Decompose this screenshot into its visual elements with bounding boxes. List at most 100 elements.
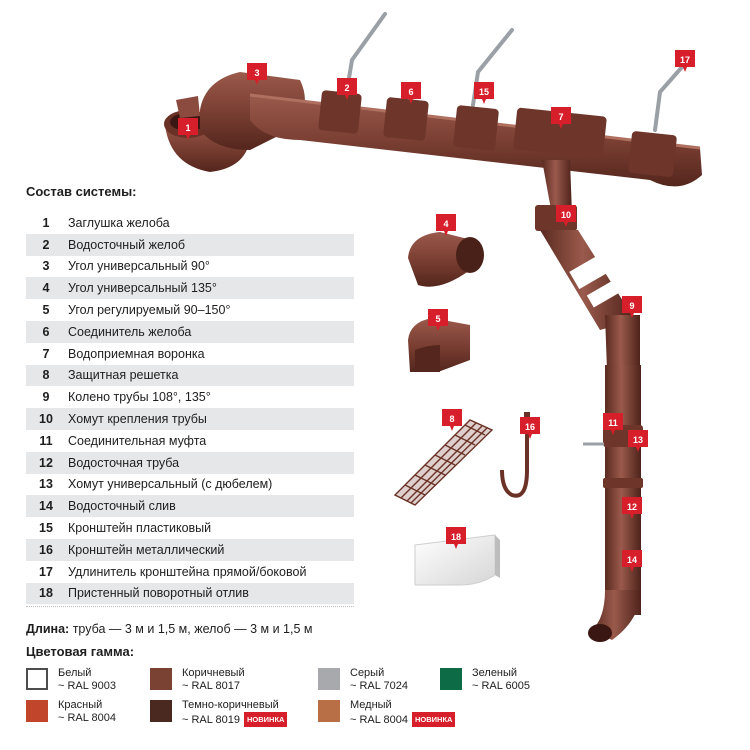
- svg-text:3: 3: [254, 68, 259, 78]
- composition-title: Состав системы:: [26, 184, 137, 199]
- divider: [26, 606, 354, 608]
- length-label: Длина:: [26, 622, 70, 636]
- item-name: Удлинитель кронштейна прямой/боковой: [68, 564, 307, 579]
- item-number: 8: [42, 368, 50, 383]
- item-name: Кронштейн пластиковый: [68, 521, 212, 536]
- item-name: Кронштейн металлический: [68, 542, 225, 557]
- composition-list: 1 Заглушка желоба 2 Водосточный желоб 3 …: [26, 212, 354, 605]
- color-label: Медный ~ RAL 8004 НОВИНКА: [350, 699, 456, 727]
- svg-text:5: 5: [435, 314, 440, 324]
- svg-text:4: 4: [443, 219, 448, 229]
- item-name: Соединитель желоба: [68, 324, 192, 339]
- color-ral-code: ~ RAL 8019: [182, 714, 240, 726]
- callout-5: 5: [428, 309, 448, 331]
- svg-text:1: 1: [185, 123, 190, 133]
- item-name: Хомут универсальный (с дюбелем): [68, 477, 273, 492]
- item-number: 6: [42, 324, 50, 339]
- callout-15: 15: [474, 82, 494, 104]
- svg-text:9: 9: [629, 301, 634, 311]
- composition-item: 8 Защитная решетка: [26, 364, 354, 387]
- composition-item: 6 Соединитель желоба: [26, 320, 354, 343]
- item-name: Угол универсальный 90°: [68, 259, 210, 274]
- item-number: 1: [42, 215, 50, 230]
- svg-text:16: 16: [525, 422, 535, 432]
- callout-9: 9: [622, 296, 642, 318]
- svg-text:8: 8: [449, 414, 454, 424]
- composition-item: 16 Кронштейн металлический: [26, 538, 354, 561]
- composition-item: 10 Хомут крепления трубы: [26, 408, 354, 430]
- color-name: Зеленый: [472, 667, 518, 679]
- item-number: 13: [39, 477, 53, 492]
- color-name: Серый: [350, 667, 385, 679]
- callout-12: 12: [622, 497, 642, 519]
- color-swatch: [26, 700, 48, 722]
- callout-2: 2: [337, 78, 357, 100]
- item-number: 10: [39, 412, 53, 427]
- color-ral-code: ~ RAL 9003: [58, 680, 116, 692]
- item-name: Защитная решетка: [68, 368, 179, 383]
- new-badge: НОВИНКА: [244, 712, 288, 727]
- color-ral-code: ~ RAL 8004: [350, 714, 408, 726]
- item-name: Угол универсальный 135°: [68, 281, 217, 296]
- color-label: Темно-коричневый ~ RAL 8019 НОВИНКА: [182, 699, 288, 727]
- svg-text:12: 12: [627, 502, 637, 512]
- color-name: Медный: [350, 699, 392, 711]
- callout-17: 17: [675, 50, 695, 72]
- length-info: Длина: труба — 3 м и 1,5 м, желоб — 3 м …: [26, 622, 313, 636]
- composition-item: 12 Водосточная труба: [26, 451, 354, 474]
- svg-text:6: 6: [408, 87, 413, 97]
- svg-text:14: 14: [627, 555, 637, 565]
- callout-3: 3: [247, 63, 267, 85]
- svg-text:17: 17: [680, 55, 690, 65]
- item-name: Колено трубы 108°, 135°: [68, 390, 211, 405]
- corner-135-part: [408, 232, 484, 287]
- callout-14: 14: [622, 550, 642, 572]
- composition-item: 13 Хомут универсальный (с дюбелем): [26, 474, 354, 496]
- color-ral-code: ~ RAL 6005: [472, 680, 530, 692]
- composition-item: 14 Водосточный слив: [26, 495, 354, 518]
- composition-item: 1 Заглушка желоба: [26, 212, 354, 234]
- color-ral-code: ~ RAL 8004: [58, 712, 116, 724]
- color-label: Зеленый~ RAL 6005: [472, 667, 530, 693]
- item-number: 11: [39, 433, 53, 448]
- color-label: Серый~ RAL 7024: [350, 667, 408, 693]
- svg-text:18: 18: [451, 532, 461, 542]
- composition-item: 18 Пристенный поворотный отлив: [26, 582, 354, 605]
- composition-item: 5 Угол регулируемый 90–150°: [26, 299, 354, 321]
- leaf-guard-part: [393, 419, 494, 506]
- item-number: 3: [42, 259, 50, 274]
- item-number: 15: [39, 521, 53, 536]
- color-swatch: [150, 668, 172, 690]
- adjustable-corner-part: [408, 318, 470, 372]
- svg-text:7: 7: [558, 112, 563, 122]
- color-label: Красный~ RAL 8004: [58, 699, 116, 725]
- composition-item: 3 Угол универсальный 90°: [26, 256, 354, 278]
- gutter-run: [164, 72, 702, 187]
- item-name: Заглушка желоба: [68, 215, 170, 230]
- composition-item: 9 Колено трубы 108°, 135°: [26, 386, 354, 408]
- callout-6: 6: [401, 82, 421, 104]
- item-number: 5: [42, 303, 50, 318]
- color-swatch: [440, 668, 462, 690]
- callout-7: 7: [551, 107, 571, 129]
- item-name: Водосточная труба: [68, 455, 180, 470]
- item-name: Соединительная муфта: [68, 433, 207, 448]
- color-ral-code: ~ RAL 8017: [182, 680, 240, 692]
- wall-sill-part: [414, 534, 500, 586]
- item-number: 2: [42, 237, 50, 252]
- callout-8: 8: [442, 409, 462, 431]
- length-text: труба — 3 м и 1,5 м, желоб — 3 м и 1,5 м: [72, 622, 313, 636]
- composition-item: 15 Кронштейн пластиковый: [26, 517, 354, 539]
- color-swatch: [318, 668, 340, 690]
- new-badge: НОВИНКА: [412, 712, 456, 727]
- callout-10: 10: [556, 205, 576, 227]
- composition-item: 17 Удлинитель кронштейна прямой/боковой: [26, 561, 354, 583]
- item-number: 12: [39, 455, 53, 470]
- downpipe: [535, 160, 643, 642]
- item-number: 17: [39, 564, 53, 579]
- color-name: Темно-коричневый: [182, 699, 279, 711]
- item-number: 18: [39, 586, 53, 601]
- composition-item: 4 Угол универсальный 135°: [26, 277, 354, 300]
- callout-11: 11: [603, 413, 623, 435]
